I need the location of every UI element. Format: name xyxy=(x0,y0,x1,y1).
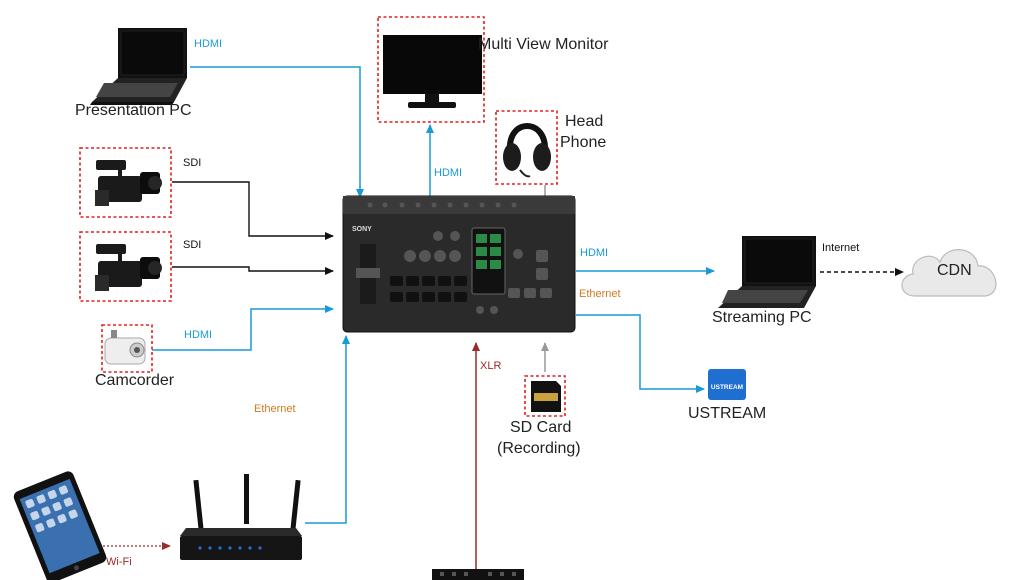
ustream-logo: USTREAM xyxy=(708,369,746,400)
video-camera-icon xyxy=(95,244,162,291)
streaming-pc-label: Streaming PC xyxy=(712,309,812,326)
hdmi-presentation-line xyxy=(190,66,364,198)
ethernet-ustream-label: Ethernet xyxy=(579,288,621,300)
camcorder-frame xyxy=(101,324,153,373)
xlr-label: XLR xyxy=(480,360,501,372)
sd-card-label-line1: SD Card xyxy=(510,419,571,436)
connections xyxy=(103,66,904,570)
hdmi-monitor-label: HDMI xyxy=(434,167,462,179)
action-camera-icon xyxy=(104,330,146,365)
camera-2-frame xyxy=(79,231,172,302)
sdi-1-line xyxy=(172,181,334,240)
presentation-pc-label: Presentation PC xyxy=(75,102,192,119)
audio-mixer-icon xyxy=(432,569,524,580)
hdmi-streaming-label: HDMI xyxy=(580,247,608,259)
sd-card-icon xyxy=(531,381,561,412)
multi-view-monitor-label: Multi View Monitor xyxy=(478,36,609,53)
video-camera-icon xyxy=(95,160,162,206)
switcher-brand: SONY xyxy=(352,226,372,233)
sdi-2-line xyxy=(172,266,334,275)
headphone-label-line2: Phone xyxy=(560,134,606,151)
wifi-label: Wi-Fi xyxy=(106,556,132,568)
switcher-device: SONY xyxy=(342,195,576,333)
internet-label: Internet xyxy=(822,242,859,254)
sd-card-frame xyxy=(524,375,566,417)
router-icon xyxy=(180,474,302,560)
headphone-label-line1: Head xyxy=(565,113,603,130)
cdn-label: CDN xyxy=(937,262,972,279)
headphone-icon xyxy=(503,123,551,178)
headphone-frame xyxy=(495,110,558,185)
ethernet-ustream-line xyxy=(576,314,705,393)
camera-1-frame xyxy=(79,147,172,218)
laptop-icon xyxy=(90,28,187,105)
hdmi-camcorder-label: HDMI xyxy=(184,329,212,341)
ustream-logo-text: USTREAM xyxy=(711,384,743,391)
hdmi-presentation-label: HDMI xyxy=(194,38,222,50)
tablet-icon xyxy=(13,471,107,580)
sdi-2-label: SDI xyxy=(183,239,201,251)
hdmi-camcorder-line xyxy=(152,305,334,351)
camcorder-label: Camcorder xyxy=(95,372,175,389)
cloud-icon xyxy=(901,249,997,297)
ethernet-router-label: Ethernet xyxy=(254,403,296,415)
ustream-label: USTREAM xyxy=(688,405,766,422)
monitor-frame xyxy=(377,16,485,123)
sdi-1-label: SDI xyxy=(183,157,201,169)
laptop-icon xyxy=(718,236,816,308)
sd-card-label-line2: (Recording) xyxy=(497,440,581,457)
ethernet-router-line xyxy=(305,335,350,524)
monitor-icon xyxy=(383,35,482,108)
